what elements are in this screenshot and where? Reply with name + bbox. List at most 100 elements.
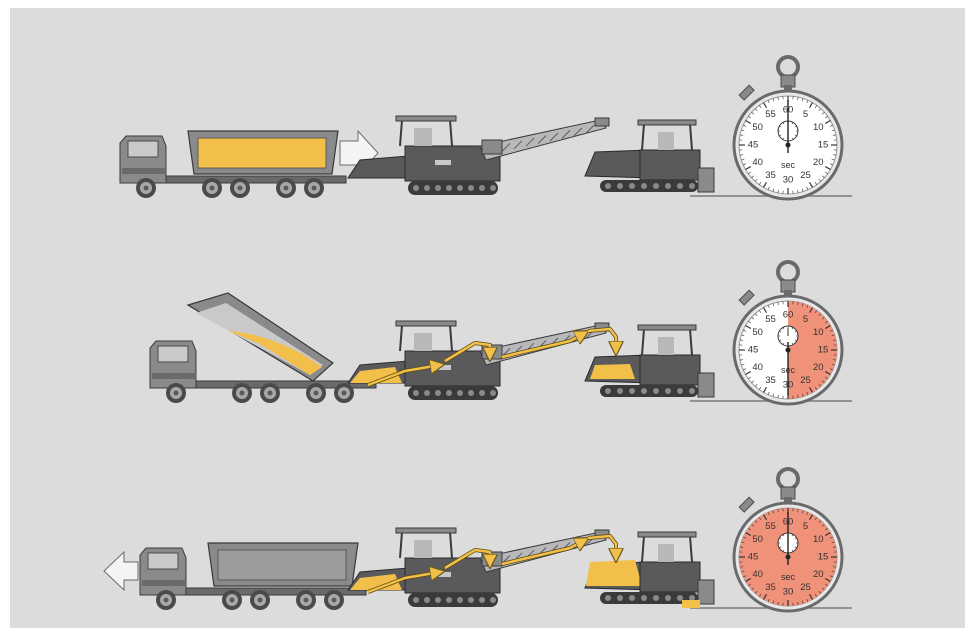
paver-screed [698,580,714,604]
dump-truck [150,293,376,403]
diagram-canvas: 60510152025303540455055sec 6051015202530… [10,8,965,628]
dial-number: 45 [748,140,759,151]
dial-number: 40 [752,569,763,580]
paver-screed [698,373,714,397]
feeder-roof [396,321,456,326]
asphalt-paver [585,532,714,608]
dump-truck [120,131,378,198]
dial-number: 10 [813,122,824,133]
dial-number: 55 [765,521,776,532]
dial-number: 40 [752,362,763,373]
dial-number: 55 [765,109,776,120]
feeder-seat [414,128,432,146]
dial-number: 20 [813,569,824,580]
stopwatch-side-button [739,290,754,305]
dial-number: 5 [803,521,808,532]
truck-window [128,141,158,157]
dial-number: 60 [783,310,794,321]
dial-number: 25 [800,582,811,593]
hand-pivot [786,143,791,148]
truck-cab [150,341,196,388]
hand-pivot [786,555,791,560]
direction-arrow-left [104,552,138,590]
dial-number: 40 [752,157,763,168]
asphalt-paver [585,120,714,192]
material-feeder [348,116,609,195]
stage-truck-unloading: 60510152025303540455055sec [150,262,852,404]
wheel [250,590,270,610]
feeder-seat [414,333,432,351]
dial-number: 45 [748,552,759,563]
truck-dump-body [208,543,358,586]
paver-body [640,562,700,592]
paver-roof [638,325,696,330]
paved-material [682,600,700,608]
dial-number: 10 [813,327,824,338]
dial-number: 20 [813,362,824,373]
stopwatch: 60510152025303540455055sec [734,57,842,199]
wheel [304,178,324,198]
dial-number: 35 [765,582,776,593]
material-feeder [348,528,609,607]
paver-seat [658,544,674,562]
dial-number: 25 [800,375,811,386]
paver-body [640,150,700,180]
truck-cab [120,136,166,183]
unit-label: sec [781,160,796,170]
wheel [230,178,250,198]
paver-track [600,385,698,397]
paver-material [586,560,642,586]
wheel [232,383,252,403]
material-feeder [348,321,609,400]
stage-truck-departing: 60510152025303540455055sec [104,469,852,611]
wheel [136,178,156,198]
dial-number: 50 [752,534,763,545]
dial-number: 55 [765,314,776,325]
dial-number: 45 [748,345,759,356]
dial-number: 30 [783,175,794,186]
truck-window [148,553,178,569]
stage-truck-arriving: 60510152025303540455055sec [120,57,852,199]
conveyor-drive [482,140,502,154]
paver-roof [638,532,696,537]
paver-material [590,364,635,379]
material-load [198,138,326,168]
dial-number: 20 [813,157,824,168]
wheel [276,178,296,198]
dial-number: 15 [818,552,829,563]
paver-screed [698,168,714,192]
paver-seat [658,132,674,150]
dial-number: 10 [813,534,824,545]
stopwatch-side-button [739,85,754,100]
feeder-conveyor [480,118,609,160]
dial-number: 50 [752,327,763,338]
paver-track [600,180,698,192]
asphalt-paver [585,325,714,397]
stopwatch-side-button [739,497,754,512]
truck-dump-body [188,293,333,381]
dial-number: 25 [800,170,811,181]
truck-dump-body [188,131,338,174]
hand-pivot [786,348,791,353]
wheel [202,178,222,198]
stopwatch: 60510152025303540455055sec [734,469,842,611]
paver-body [640,355,700,385]
dump-truck [104,543,366,610]
feeder-badge [435,160,451,165]
truck-cab [140,548,186,595]
paver-seat [658,337,674,355]
wheel [324,590,344,610]
feeder-roof [396,528,456,533]
wheel [334,383,354,403]
stopwatch-ring [778,57,798,77]
unit-label: sec [781,572,796,582]
wheel [260,383,280,403]
empty-bed [218,550,346,580]
dial-number: 5 [803,109,808,120]
feeder-roof [396,116,456,121]
dial-number: 50 [752,122,763,133]
paver-roof [638,120,696,125]
wheel [166,383,186,403]
stopwatch: 60510152025303540455055sec [734,262,842,404]
feeder-seat [414,540,432,558]
